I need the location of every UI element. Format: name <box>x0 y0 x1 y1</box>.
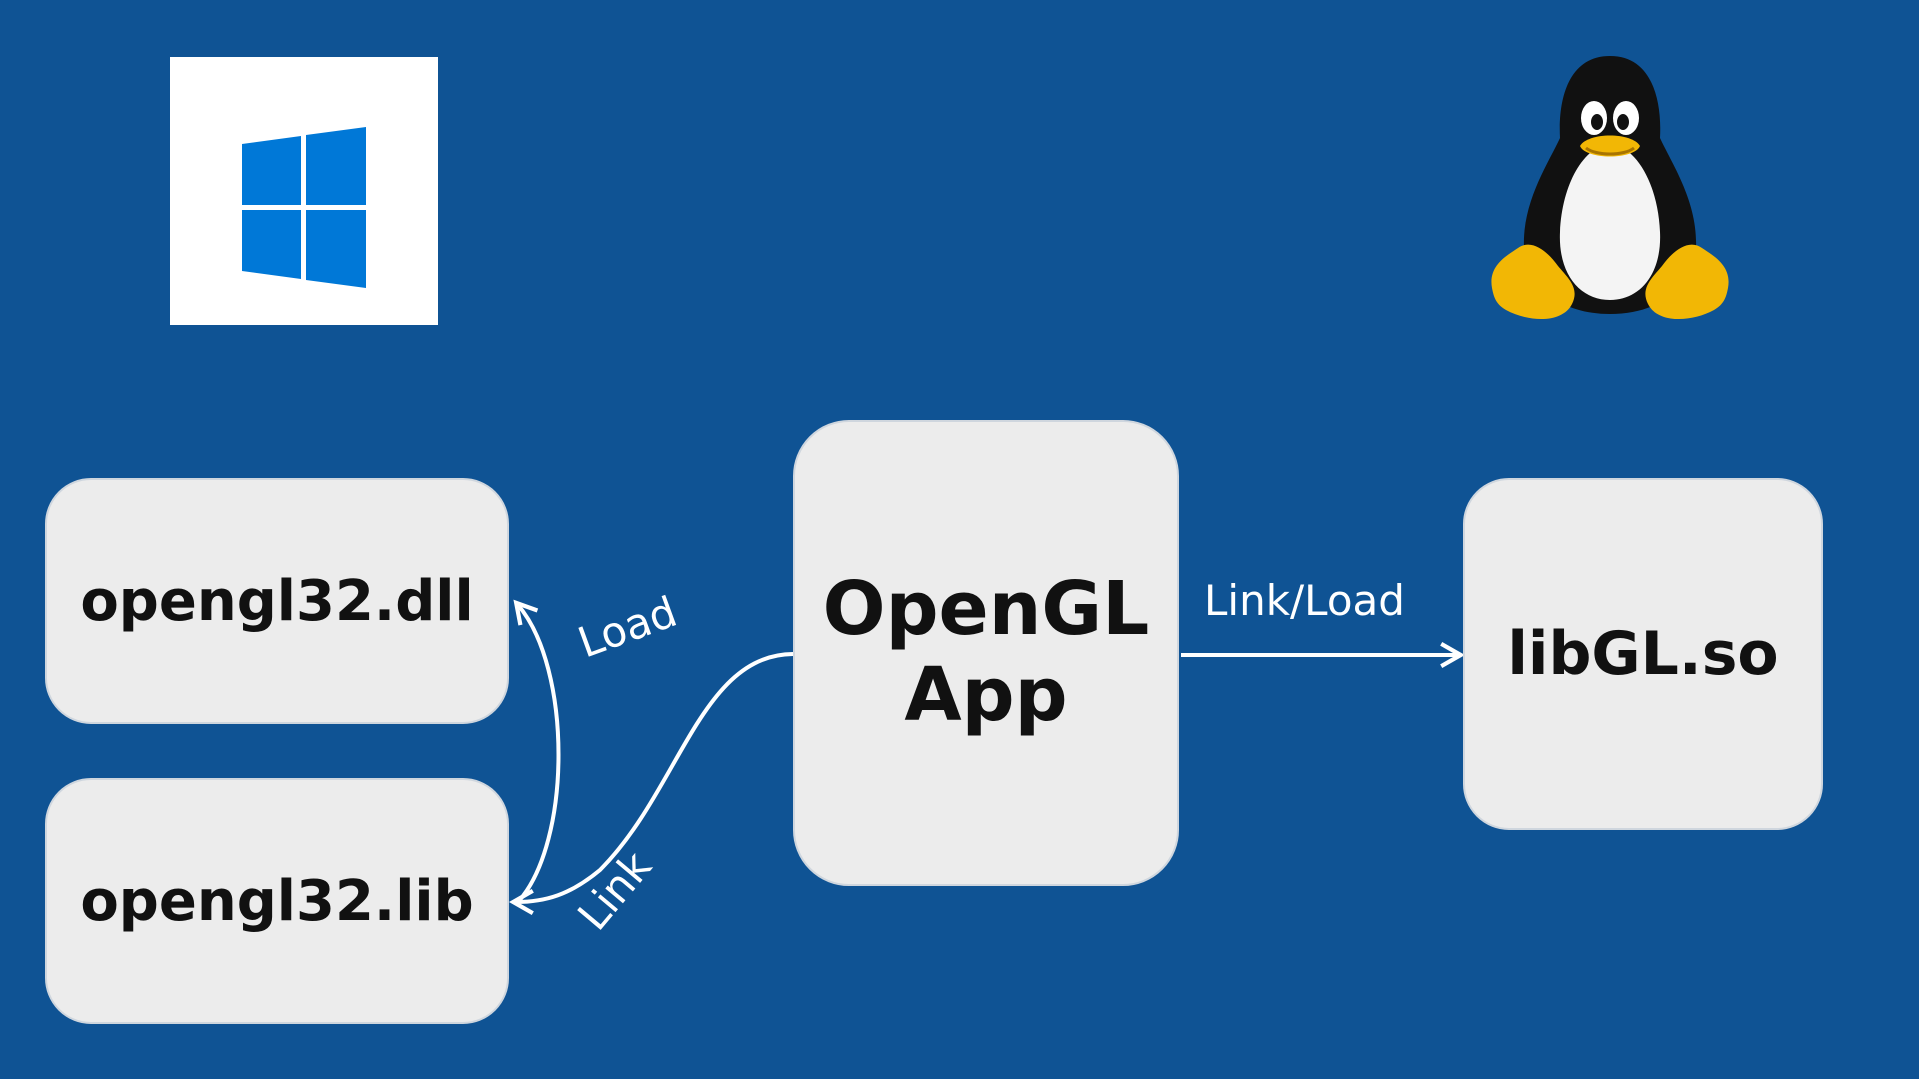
link-load-label: Link/Load <box>1204 576 1405 625</box>
opengl32-lib-node: opengl32.lib <box>45 778 509 1024</box>
libgl-so-label: libGL.so <box>1507 619 1779 689</box>
link-label: Link <box>568 842 661 940</box>
opengl-app-label-line1: OpenGL <box>822 566 1150 653</box>
opengl-app-node: OpenGL App <box>793 420 1179 886</box>
link-arrow <box>508 652 794 916</box>
opengl32-dll-label: opengl32.dll <box>80 568 474 634</box>
windows-logo-icon <box>242 127 366 288</box>
libgl-so-node: libGL.so <box>1463 478 1823 830</box>
opengl32-dll-node: opengl32.dll <box>45 478 509 724</box>
windows-logo <box>170 57 438 325</box>
load-label: Load <box>572 587 683 668</box>
opengl-app-label-line2: App <box>904 652 1068 738</box>
opengl32-lib-label: opengl32.lib <box>80 868 474 934</box>
tux-penguin-icon <box>1491 56 1729 320</box>
load-arrow <box>513 599 561 904</box>
